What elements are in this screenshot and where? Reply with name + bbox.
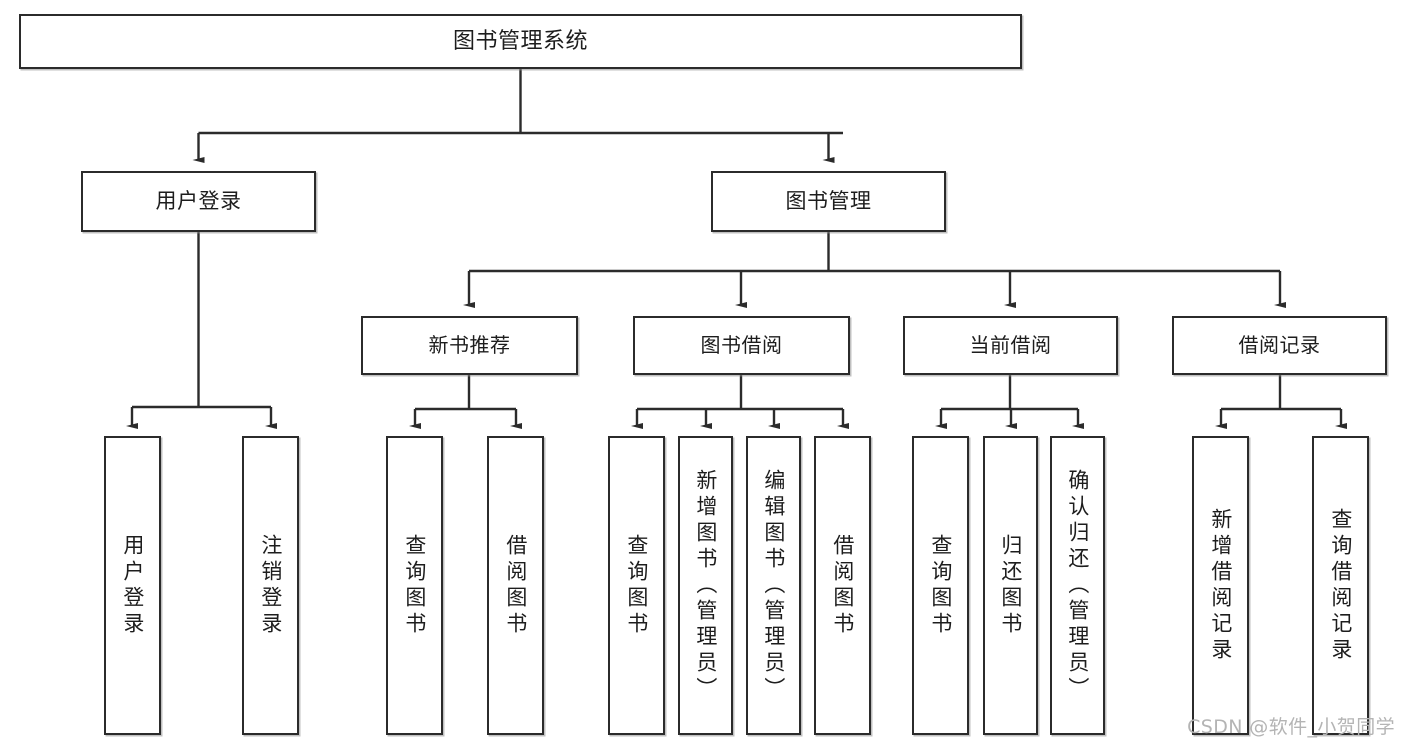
node-label-book-borrow: 图书借阅: [700, 332, 783, 357]
node-book-borrow[interactable]: 图书借阅: [633, 316, 850, 375]
node-label-leaf-return-book: 归还图书: [998, 533, 1023, 638]
node-label-leaf-query-record: 查询借阅记录: [1328, 507, 1353, 664]
node-label-leaf-query-book-bor: 查询图书: [624, 533, 649, 638]
node-label-leaf-confirm-return: 确认归还（管理员）: [1065, 468, 1090, 703]
node-leaf-user-login[interactable]: 用户登录: [104, 436, 161, 735]
node-leaf-add-book[interactable]: 新增图书（管理员）: [678, 436, 733, 735]
node-label-leaf-borrow-book-rec: 借阅图书: [503, 533, 528, 638]
node-leaf-return-book[interactable]: 归还图书: [983, 436, 1038, 735]
node-label-book-management: 图书管理: [785, 189, 872, 214]
node-leaf-query-book-bor[interactable]: 查询图书: [608, 436, 665, 735]
node-label-leaf-borrow-book-bor: 借阅图书: [830, 533, 855, 638]
node-book-management[interactable]: 图书管理: [711, 171, 946, 232]
node-label-current-borrow: 当前借阅: [969, 332, 1052, 357]
node-label-borrow-record: 借阅记录: [1238, 332, 1321, 357]
node-current-borrow[interactable]: 当前借阅: [903, 316, 1118, 375]
node-leaf-logout[interactable]: 注销登录: [242, 436, 299, 735]
node-label-leaf-query-book-rec: 查询图书: [402, 533, 427, 638]
node-label-root: 图书管理系统: [452, 28, 588, 54]
node-leaf-query-book-rec[interactable]: 查询图书: [386, 436, 443, 735]
node-borrow-record[interactable]: 借阅记录: [1172, 316, 1387, 375]
node-leaf-confirm-return[interactable]: 确认归还（管理员）: [1050, 436, 1105, 735]
node-label-leaf-edit-book: 编辑图书（管理员）: [761, 468, 786, 703]
node-label-leaf-add-book: 新增图书（管理员）: [693, 468, 718, 703]
node-root-book-management-system[interactable]: 图书管理系统: [19, 14, 1022, 69]
node-leaf-query-book-cur[interactable]: 查询图书: [912, 436, 969, 735]
node-label-user-login: 用户登录: [155, 189, 242, 214]
node-label-leaf-logout: 注销登录: [258, 533, 283, 638]
node-leaf-borrow-book-bor[interactable]: 借阅图书: [814, 436, 871, 735]
node-user-login[interactable]: 用户登录: [81, 171, 316, 232]
node-leaf-borrow-book-rec[interactable]: 借阅图书: [487, 436, 544, 735]
node-label-leaf-query-book-cur: 查询图书: [928, 533, 953, 638]
node-leaf-query-record[interactable]: 查询借阅记录: [1312, 436, 1369, 735]
node-new-book-recommendation[interactable]: 新书推荐: [361, 316, 578, 375]
node-leaf-add-record[interactable]: 新增借阅记录: [1192, 436, 1249, 735]
node-leaf-edit-book[interactable]: 编辑图书（管理员）: [746, 436, 801, 735]
node-label-leaf-add-record: 新增借阅记录: [1208, 507, 1233, 664]
node-label-leaf-user-login: 用户登录: [120, 533, 145, 638]
node-label-new-book-recommendation: 新书推荐: [428, 332, 511, 357]
